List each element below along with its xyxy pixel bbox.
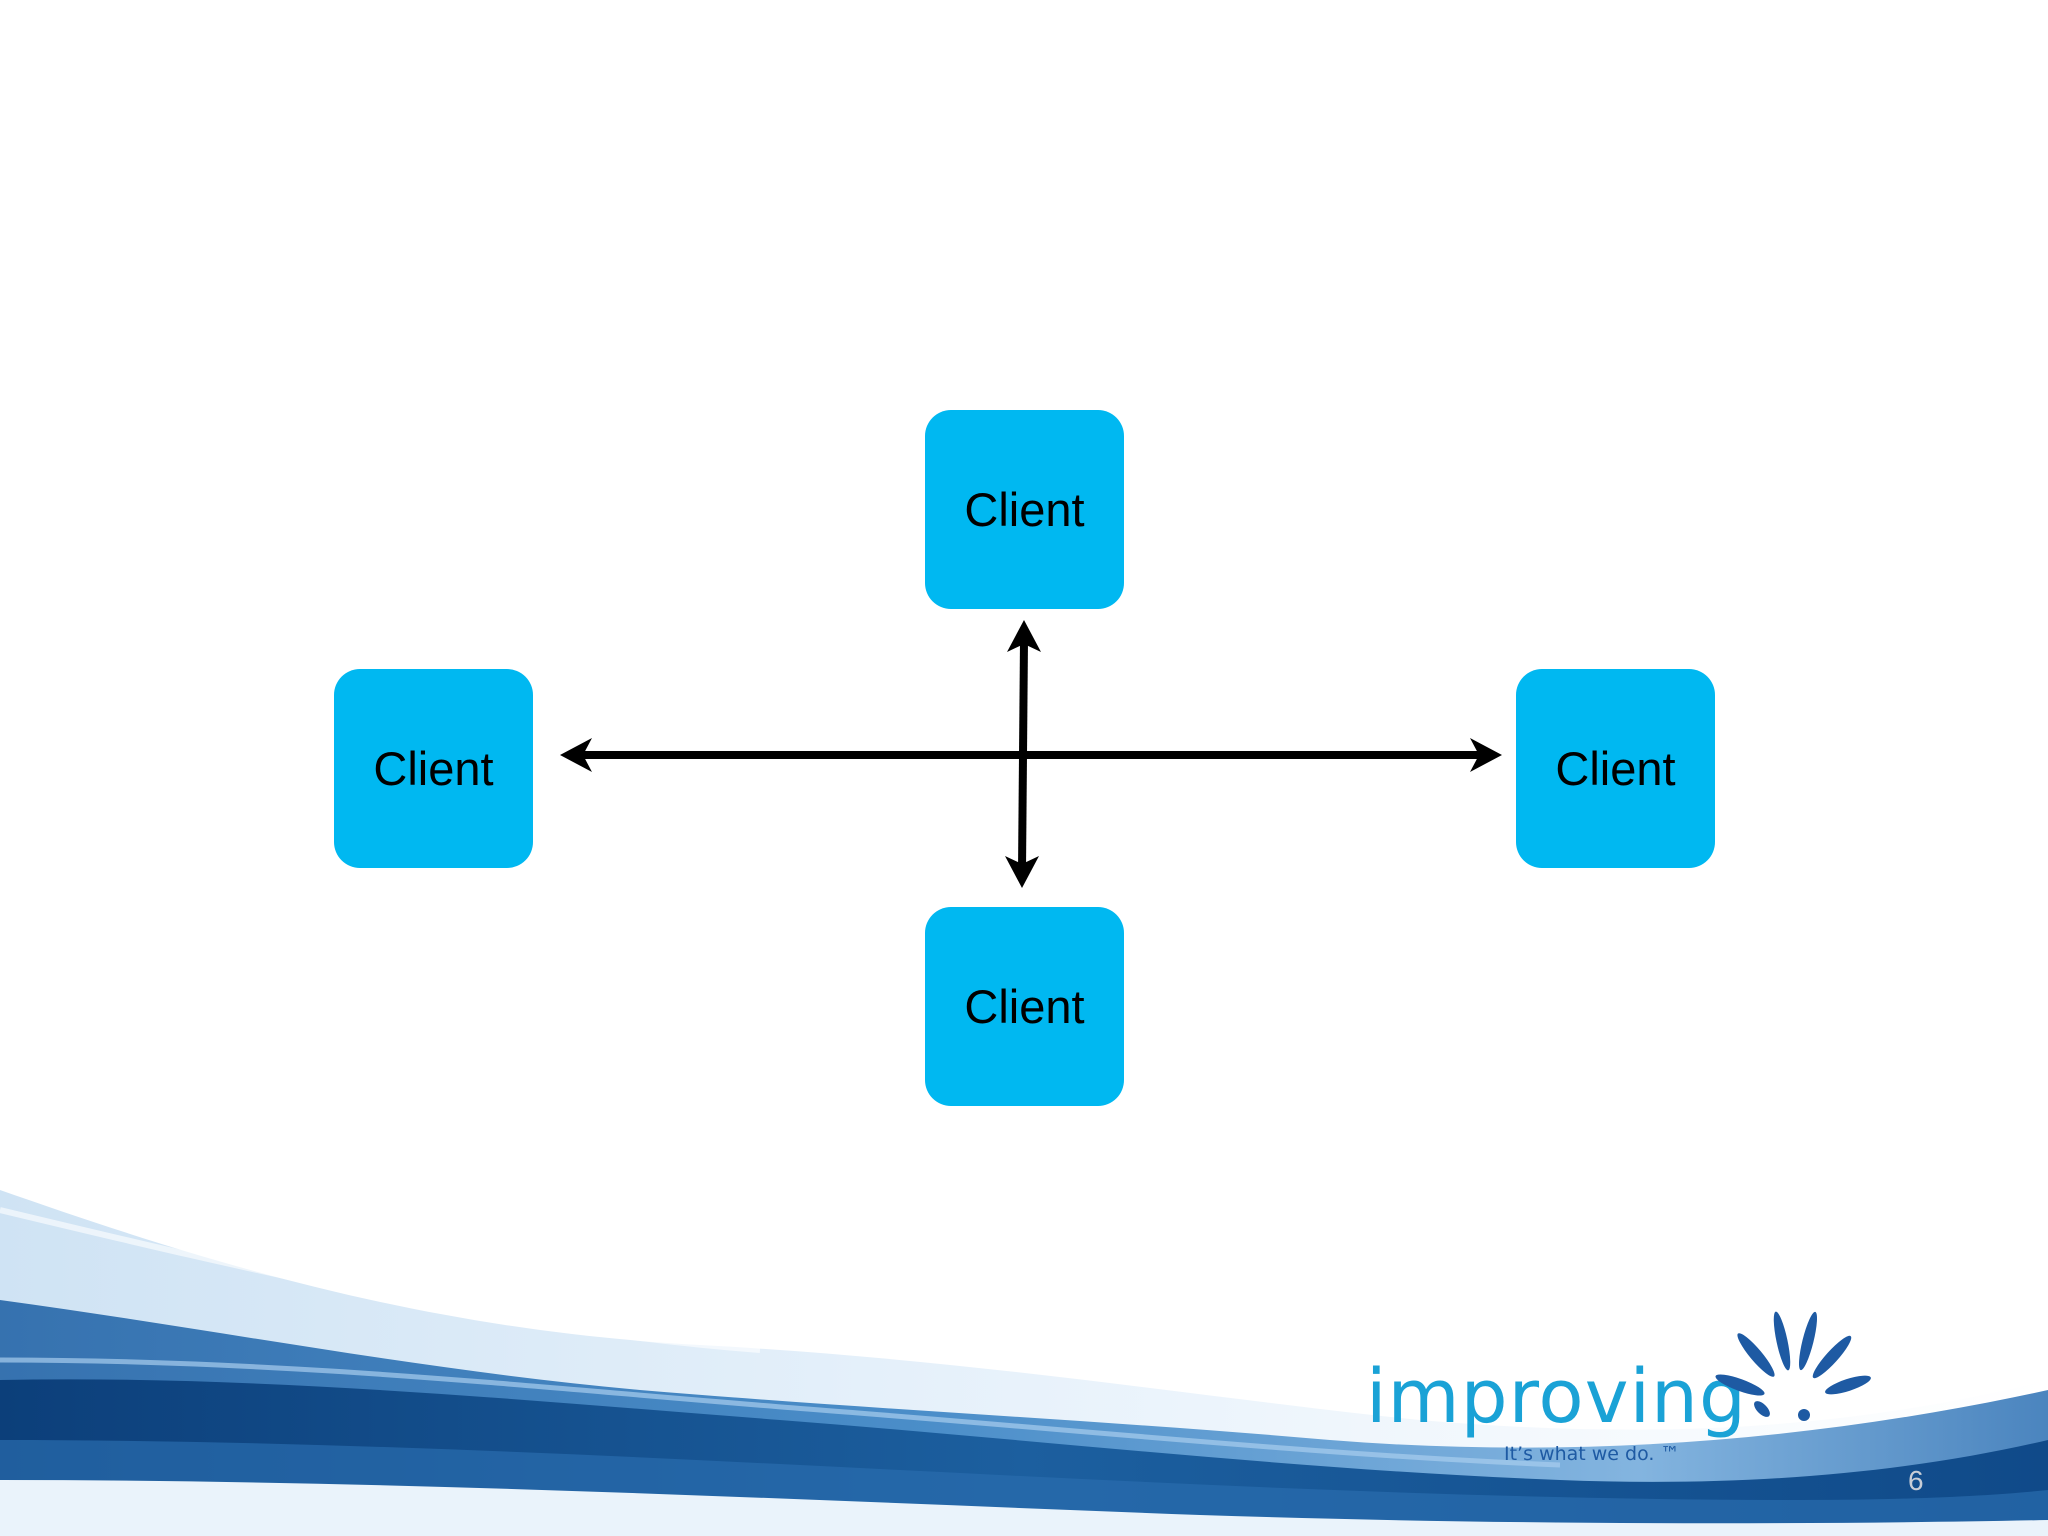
logo-tagline: It’s what we do. ™ xyxy=(1504,1443,1680,1465)
arrowhead-top xyxy=(1007,620,1041,652)
improving-logo: improving It’s what we do. ™ xyxy=(1360,1305,1880,1470)
client-node-right: Client xyxy=(1516,669,1715,868)
vertical-connector xyxy=(1018,639,1028,871)
arrowhead-bottom xyxy=(1005,856,1039,888)
client-node-left: Client xyxy=(334,669,533,868)
arrowhead-right xyxy=(1470,738,1502,772)
client-node-top: Client xyxy=(925,410,1124,609)
logo-wordmark: improving xyxy=(1366,1354,1747,1440)
sunburst-icon xyxy=(1715,1311,1871,1421)
client-node-bottom: Client xyxy=(925,907,1124,1106)
arrowhead-left xyxy=(560,738,592,772)
page-number: 6 xyxy=(1908,1465,1924,1496)
